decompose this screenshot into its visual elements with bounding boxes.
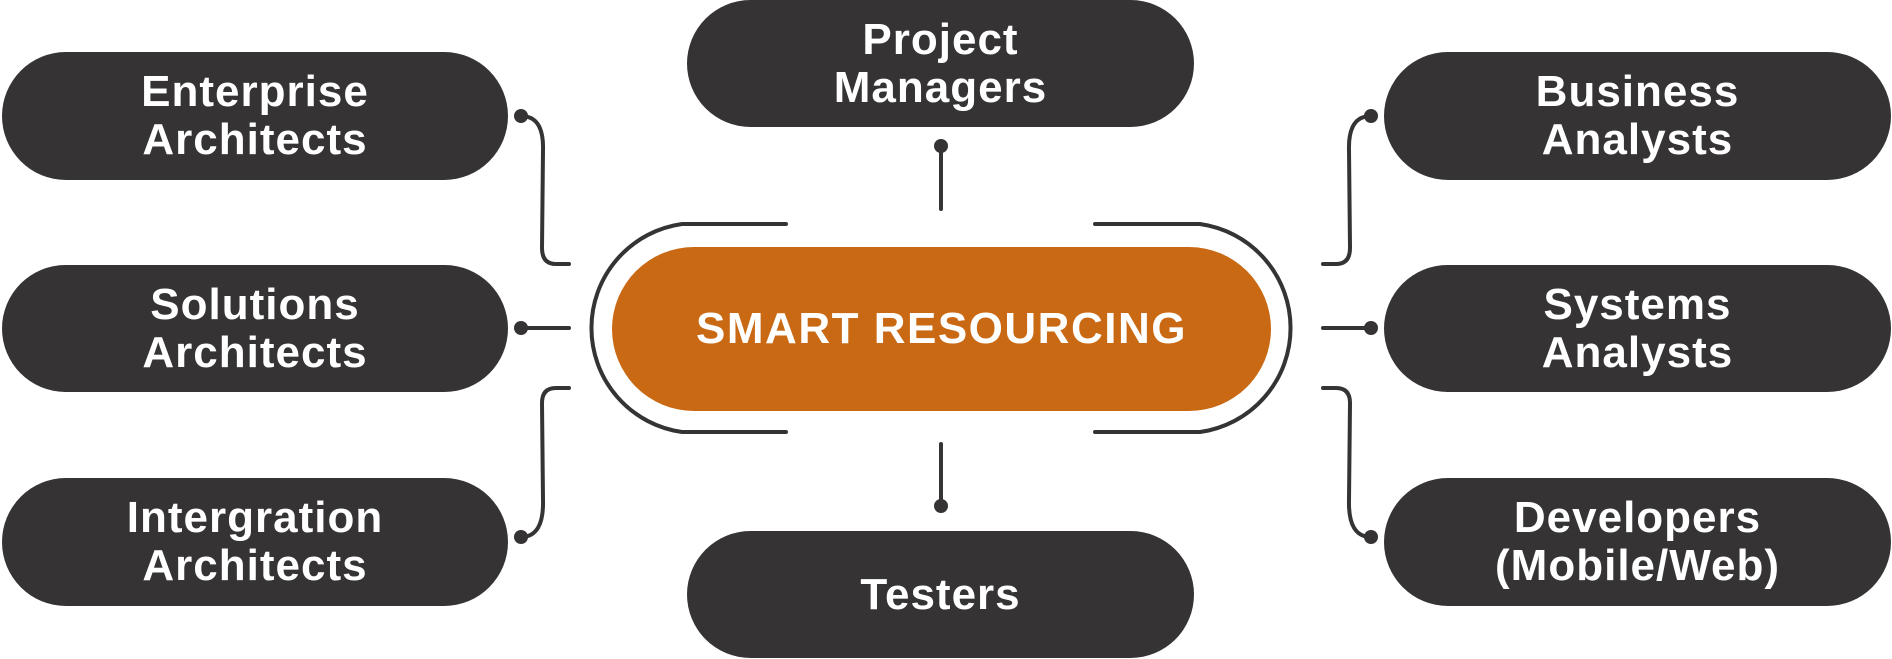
- node-label-line1: Business: [1535, 67, 1740, 116]
- ring-left-arc: [589, 222, 788, 434]
- node-integration-architects: Intergration Architects: [2, 478, 508, 606]
- connector-dot-developers: [1364, 530, 1378, 544]
- connector-developers: [1321, 386, 1373, 539]
- node-label-line1: Solutions: [150, 279, 360, 329]
- connector-dot-enterprise: [514, 109, 528, 123]
- node-label-line1: Project: [862, 14, 1019, 64]
- node-label-line2: Analysts: [1541, 327, 1734, 377]
- node-label-line1: Enterprise: [141, 67, 369, 116]
- connector-dot-systems: [1364, 321, 1378, 335]
- connector-enterprise: [519, 114, 571, 266]
- connector-dot-testers: [934, 499, 948, 513]
- node-systems-analysts: Systems Analysts: [1384, 265, 1891, 392]
- connector-business: [1321, 114, 1373, 266]
- node-developers: Developers (Mobile/Web): [1384, 478, 1891, 606]
- center-label: SMART RESOURCING: [696, 304, 1187, 353]
- node-solutions-architects: Solutions Architects: [2, 265, 508, 392]
- node-label-line1: Developers: [1513, 493, 1762, 542]
- ring-right-arc: [1093, 222, 1293, 434]
- node-label-line2: Analysts: [1541, 115, 1734, 164]
- node-enterprise-architects: Enterprise Architects: [2, 52, 508, 180]
- node-label-line2: Architects: [142, 115, 368, 164]
- node-project-managers: Project Managers: [687, 0, 1194, 127]
- connector-dot-business: [1364, 109, 1378, 123]
- node-label-line1: Intergration: [126, 493, 384, 542]
- node-business-analysts: Business Analysts: [1384, 52, 1891, 180]
- connector-integration: [519, 386, 571, 539]
- center-node: SMART RESOURCING: [612, 247, 1271, 411]
- connector-dot-integration: [514, 530, 528, 544]
- connector-dot-solutions: [514, 321, 528, 335]
- node-label-line1: Testers: [860, 569, 1021, 619]
- node-label-line2: Managers: [833, 62, 1048, 112]
- node-label-line1: Systems: [1543, 279, 1732, 329]
- node-label-line2: (Mobile/Web): [1495, 541, 1780, 590]
- node-label-line2: Architects: [142, 327, 368, 377]
- node-label-line2: Architects: [142, 541, 368, 590]
- connector-dot-project: [934, 139, 948, 153]
- node-testers: Testers: [687, 531, 1194, 658]
